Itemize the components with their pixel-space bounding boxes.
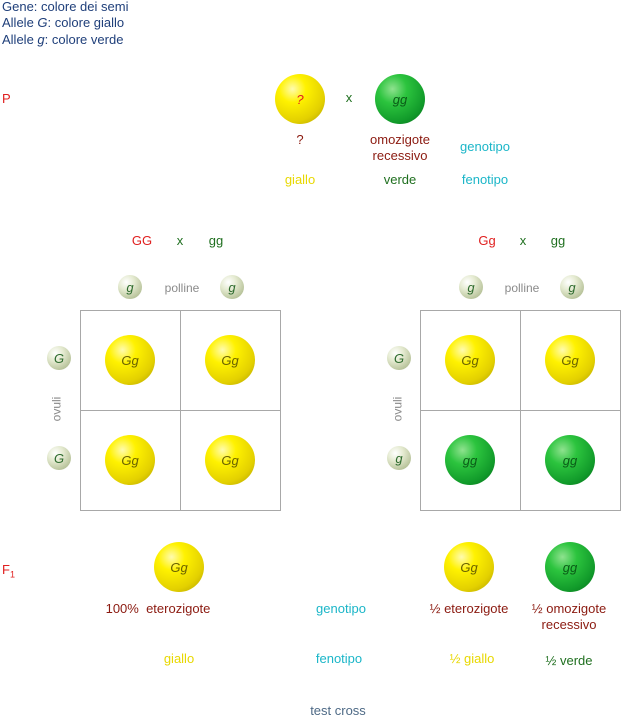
right-parent2: gg xyxy=(550,233,566,248)
right-ovules-label: ovuli xyxy=(390,396,405,422)
f1-right-a-genotype: ½ eterozigote xyxy=(429,601,509,616)
p-generation-label: P xyxy=(2,91,11,106)
gamete-icon: G xyxy=(47,346,71,370)
f1-generation-label: F1 xyxy=(2,562,15,580)
footer-caption: test cross xyxy=(310,703,366,718)
f1-left-genotype: 100% eterozigote xyxy=(105,601,211,616)
green-pea-icon: gg xyxy=(445,435,495,485)
gamete-icon: G xyxy=(47,446,71,470)
yellow-pea-icon: Gg xyxy=(105,435,155,485)
left-parent1: GG xyxy=(131,233,153,248)
parent-cross-symbol: x xyxy=(345,90,353,105)
f1-right-b-phenotype: ½ verde xyxy=(545,653,593,668)
unknown-phenotype: giallo xyxy=(284,172,316,187)
gamete-icon: g xyxy=(220,275,244,299)
yellow-pea-icon: Gg xyxy=(545,335,595,385)
yellow-pea-icon: Gg xyxy=(445,335,495,385)
f1-right-b-genotype: ½ omozigote recessivo xyxy=(531,601,607,632)
f1-left-phenotype: giallo xyxy=(163,651,195,666)
left-grid-divider-h xyxy=(80,410,281,411)
unknown-genotype: ? xyxy=(296,132,304,147)
green-pea-icon: gg xyxy=(545,542,595,592)
allele-G-line: Allele G: colore giallo xyxy=(2,15,125,30)
yellow-pea-icon: Gg xyxy=(205,435,255,485)
yellow-pea-icon: Gg xyxy=(205,335,255,385)
known-phenotype: verde xyxy=(383,172,417,187)
gamete-icon: g xyxy=(560,275,584,299)
f1-right-a-phenotype: ½ giallo xyxy=(449,651,495,666)
f1-phenotype-label: fenotipo xyxy=(315,651,363,666)
left-pollen-label: polline xyxy=(164,281,200,295)
allele-g-line: Allele g: colore verde xyxy=(2,32,124,47)
genotype-row-label: genotipo xyxy=(460,139,510,154)
f1-genotype-label: genotipo xyxy=(316,601,366,616)
gamete-icon: g xyxy=(118,275,142,299)
right-parent1: Gg xyxy=(478,233,496,248)
known-genotype: omozigote recessivo xyxy=(370,132,430,163)
yellow-pea-icon: Gg xyxy=(154,542,204,592)
gamete-icon: g xyxy=(459,275,483,299)
green-pea-icon: gg xyxy=(375,74,425,124)
right-cross-symbol: x xyxy=(519,233,527,248)
left-cross-symbol: x xyxy=(176,233,184,248)
yellow-pea-icon: Gg xyxy=(105,335,155,385)
yellow-pea-icon: Gg xyxy=(444,542,494,592)
gene-line: Gene: colore dei semi xyxy=(2,0,129,14)
yellow-pea-icon: ? xyxy=(275,74,325,124)
green-pea-icon: gg xyxy=(545,435,595,485)
phenotype-row-label: fenotipo xyxy=(461,172,509,187)
left-parent2: gg xyxy=(208,233,224,248)
left-ovules-label: ovuli xyxy=(49,396,64,422)
gamete-icon: G xyxy=(387,346,411,370)
right-grid-divider-h xyxy=(420,410,621,411)
right-pollen-label: polline xyxy=(504,281,540,295)
gamete-icon: g xyxy=(387,446,411,470)
